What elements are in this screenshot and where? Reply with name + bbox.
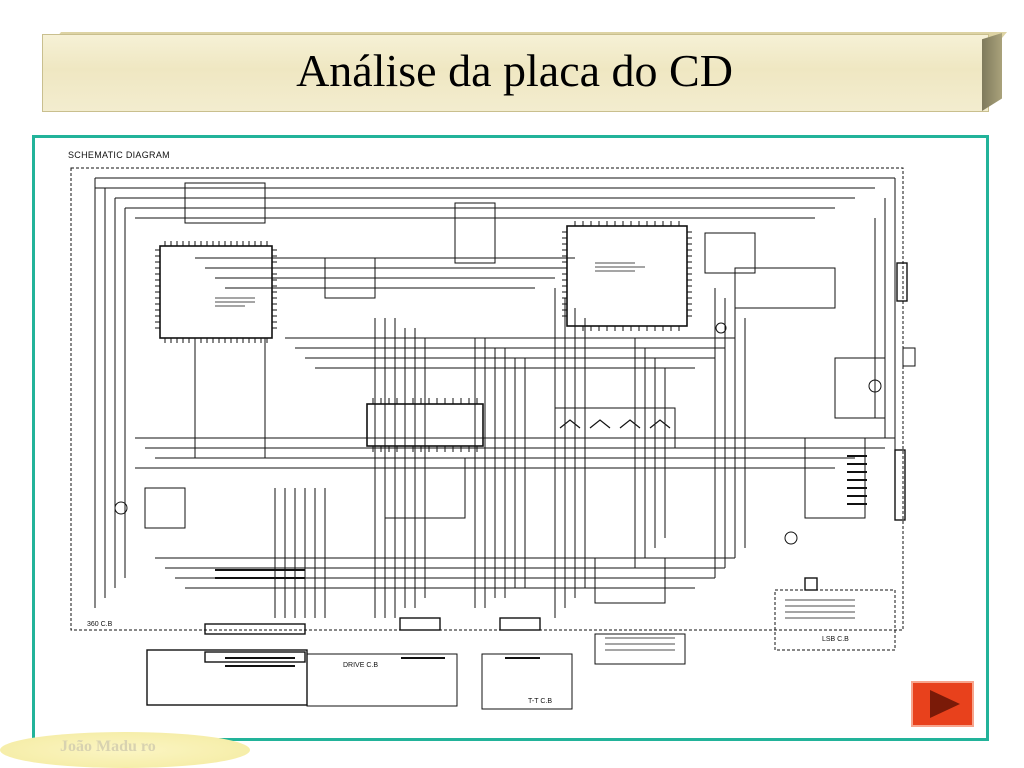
title-banner-side (982, 33, 1002, 111)
play-arrow-icon (929, 690, 960, 718)
author-name: João Madu ro (60, 738, 156, 755)
title-banner (42, 34, 989, 112)
board-label: 360 C.B (87, 621, 113, 628)
board-label: T-T C.B (528, 698, 552, 705)
page-title: Análise da placa do CD (296, 45, 733, 96)
next-slide-button[interactable] (911, 681, 974, 727)
board-label: DRIVE C.B (343, 662, 379, 669)
author-footer-ellipse (0, 732, 250, 768)
diagram-caption: SCHEMATIC DIAGRAM (68, 150, 170, 160)
board-label: LSB C.B (822, 636, 849, 643)
schematic-diagram (70, 167, 916, 710)
schematic-diagram-frame: SCHEMATIC DIAGRAM 360 C.B DRIVE C.B LSB … (32, 135, 989, 741)
